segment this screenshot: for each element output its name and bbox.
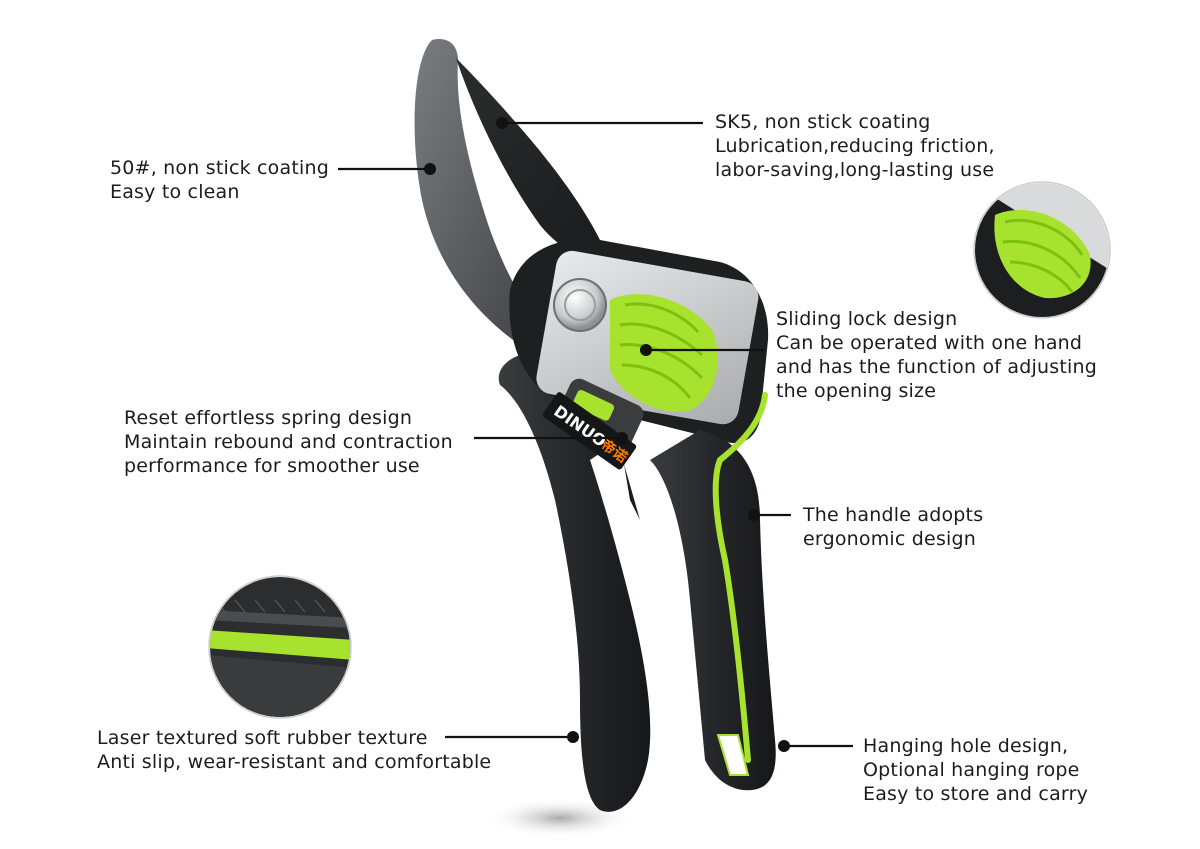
pivot-bolt <box>553 278 607 332</box>
callout-line: SK5, non stick coating <box>715 111 931 133</box>
callout-line: Optional hanging rope <box>863 759 1080 781</box>
callout-line: labor-saving,long-lasting use <box>715 159 995 181</box>
callout-line: Laser textured soft rubber texture <box>97 727 428 749</box>
callout-leaders <box>338 117 853 752</box>
handle-accent-stripe <box>712 392 768 763</box>
callout-hanging-hole: Hanging hole design, Optional hanging ro… <box>863 734 1088 806</box>
floor-shadow <box>485 798 635 838</box>
callout-sliding-lock: Sliding lock design Can be operated with… <box>776 307 1097 403</box>
callout-line: the opening size <box>776 380 937 402</box>
callout-line: Lubrication,reducing friction, <box>715 135 995 157</box>
detail-circle-rubber <box>208 575 352 719</box>
callout-handle: The handle adopts ergonomic design <box>803 503 983 551</box>
callout-line: 50#, non stick coating <box>110 157 329 179</box>
callout-line: and has the function of adjusting <box>776 356 1097 378</box>
detail-circle-lock <box>973 181 1111 319</box>
spring-green-band <box>572 390 615 421</box>
upper-blade <box>456 58 612 268</box>
callout-line: Hanging hole design, <box>863 735 1069 757</box>
callout-line: Sliding lock design <box>776 308 958 330</box>
callout-line: ergonomic design <box>803 528 977 550</box>
callout-upper-blade: SK5, non stick coating Lubrication,reduc… <box>715 110 995 182</box>
callout-line: performance for smoother use <box>124 455 420 477</box>
callout-rubber: Laser textured soft rubber texture Anti … <box>97 726 491 774</box>
lower-blade <box>414 39 552 358</box>
callout-line: Reset effortless spring design <box>124 407 413 429</box>
callout-line: Easy to store and carry <box>863 783 1089 805</box>
callout-line: Anti slip, wear-resistant and comfortabl… <box>97 751 492 773</box>
callout-spring: Reset effortless spring design Maintain … <box>124 406 453 478</box>
hanging-hole <box>716 734 750 776</box>
callout-line: Can be operated with one hand <box>776 332 1083 354</box>
callout-line: Easy to clean <box>110 181 240 203</box>
callout-line: Maintain rebound and contraction <box>124 431 453 453</box>
lower-handle <box>498 355 651 812</box>
callout-lower-blade: 50#, non stick coating Easy to clean <box>110 156 329 204</box>
callout-line: The handle adopts <box>803 504 984 526</box>
